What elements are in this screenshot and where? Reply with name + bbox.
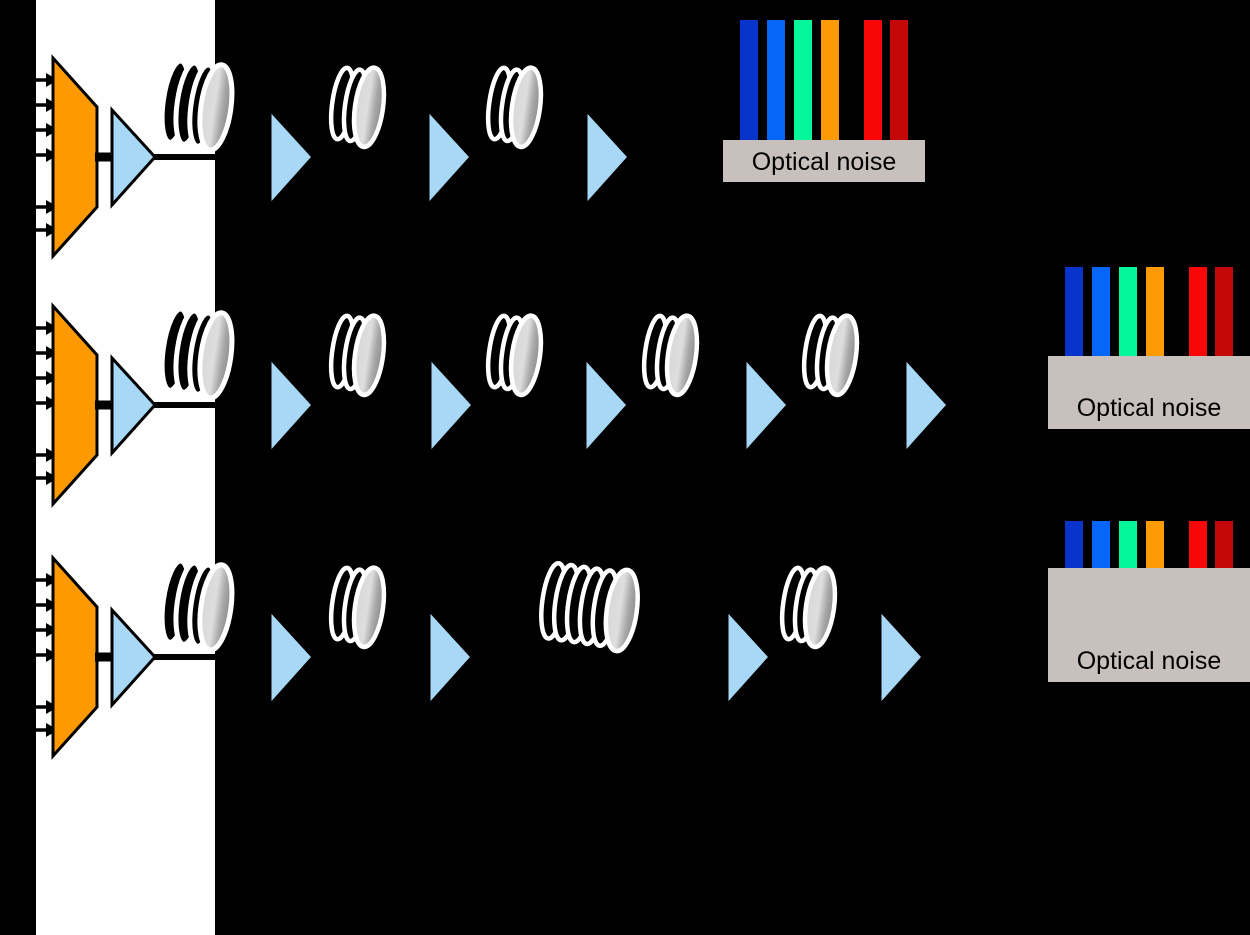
link-row-1 <box>34 54 216 260</box>
fiber-spool-end <box>351 313 387 398</box>
fiber-output-line <box>153 154 216 160</box>
signal-channel-bar <box>1146 267 1164 358</box>
fiber-spool-end <box>197 310 235 401</box>
optical-noise-spectrum: Optical noise <box>1048 267 1250 429</box>
optical-amplifier <box>268 354 316 457</box>
optical-amplifier <box>584 106 632 209</box>
optical-noise-spectrum: Optical noise <box>1048 521 1250 682</box>
fiber-output-line <box>153 402 216 408</box>
wdm-multiplexer <box>51 554 99 760</box>
optical-noise-box <box>1048 356 1250 429</box>
optical-amplifier <box>903 354 951 457</box>
optical-amplifier <box>427 606 475 709</box>
optical-amplifier <box>725 606 773 709</box>
fiber-spool <box>485 65 544 150</box>
fiber-spool <box>159 306 235 401</box>
signal-channel-bar <box>1119 267 1137 358</box>
fiber-spool <box>328 313 387 398</box>
fiber-spool <box>779 565 838 650</box>
fiber-spool-end <box>603 567 640 654</box>
optical-amplifier <box>110 354 158 457</box>
signal-channel-bar <box>1119 521 1137 570</box>
fiber-spool <box>485 313 544 398</box>
fiber-spool <box>328 65 387 150</box>
fiber-spool-end <box>351 65 387 150</box>
signal-channel-bar <box>1092 521 1110 570</box>
optical-amplifier <box>268 106 316 209</box>
optical-noise-label: Optical noise <box>752 148 897 176</box>
optical-noise-label: Optical noise <box>1077 647 1222 675</box>
fiber-spool-end <box>824 313 860 398</box>
optical-amplifier <box>426 106 474 209</box>
optical-noise-box <box>723 140 925 182</box>
mux-amp-connector <box>95 652 113 662</box>
link-row-2 <box>34 302 216 508</box>
signal-channel-bar <box>1065 267 1083 358</box>
signal-channel-bar <box>1215 521 1233 570</box>
mux-amp-connector <box>95 400 113 410</box>
fiber-spool <box>539 560 640 654</box>
signal-channel-bar <box>1189 521 1207 570</box>
signal-channel-bar <box>821 20 839 142</box>
signal-channel-bar <box>794 20 812 142</box>
signal-channel-bar <box>1146 521 1164 570</box>
signal-channel-bar <box>1215 267 1233 358</box>
optical-amplifier <box>110 106 158 209</box>
fiber-spool <box>801 313 860 398</box>
optical-amplifier <box>428 354 476 457</box>
fiber-spool-end <box>802 565 838 650</box>
optical-noise-spectrum: Optical noise <box>723 20 925 182</box>
optical-amplifier <box>583 354 631 457</box>
optical-amplifier <box>110 606 158 709</box>
fiber-spool-end <box>508 313 544 398</box>
signal-channel-bar <box>1092 267 1110 358</box>
optical-amplifier <box>743 354 791 457</box>
signal-channel-bar <box>1189 267 1207 358</box>
fiber-spool <box>159 558 235 653</box>
signal-channel-bar <box>864 20 882 142</box>
fiber-spool <box>159 58 235 153</box>
link-row-3 <box>34 554 216 760</box>
fiber-spool <box>641 313 700 398</box>
mux-amp-connector <box>95 152 113 162</box>
fiber-spool-end <box>508 65 544 150</box>
fiber-spool <box>328 565 387 650</box>
wdm-multiplexer <box>51 302 99 508</box>
fiber-spool-end <box>351 565 387 650</box>
signal-channel-bar <box>1065 521 1083 570</box>
optical-amplifier <box>268 606 316 709</box>
fiber-output-line <box>153 654 216 660</box>
fiber-spool-end <box>197 562 235 653</box>
optical-noise-label: Optical noise <box>1077 394 1222 422</box>
wdm-multiplexer <box>51 54 99 260</box>
optical-noise-box <box>1048 568 1250 682</box>
signal-channel-bar <box>767 20 785 142</box>
signal-channel-bar <box>890 20 908 142</box>
signal-channel-bar <box>740 20 758 142</box>
fiber-spool-end <box>664 313 700 398</box>
optical-amplifier <box>878 606 926 709</box>
fiber-spool-end <box>197 62 235 153</box>
